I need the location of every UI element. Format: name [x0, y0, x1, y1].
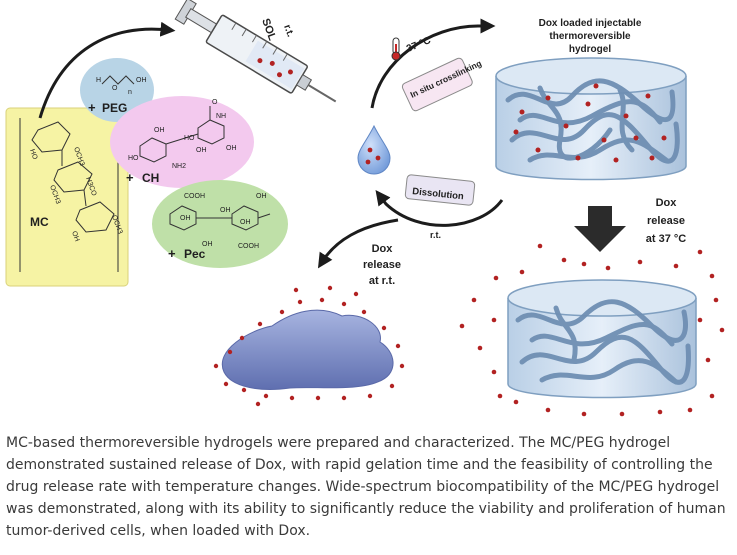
- pec-atom-6: OH: [202, 241, 213, 248]
- released-dox-particles: [459, 243, 725, 417]
- hydrogel-title-line-2: thermoreversible: [549, 31, 631, 42]
- pec-prefix: +: [168, 246, 176, 261]
- ch-atom-4: HO: [184, 135, 195, 142]
- peg-atom-oh: OH: [136, 77, 147, 84]
- peg-atom-o: O: [112, 85, 118, 92]
- pec-atom-2: OH: [256, 193, 267, 200]
- hydrogel-title-line-1: Dox loaded injectable: [539, 18, 642, 29]
- hydrogel-cylinder-top: [495, 57, 687, 181]
- ch-atom-3: OH: [154, 127, 165, 134]
- peg-label: PEG: [102, 101, 127, 115]
- pec-bubble: COOH OH OH OH OH OH COOH + Pec: [152, 180, 288, 268]
- ch-atom-1: O: [212, 99, 218, 106]
- dissolution-rt-label: r.t.: [430, 230, 441, 240]
- peg-atom-h: H: [96, 77, 101, 84]
- dissolution-arrow: [375, 190, 504, 227]
- pec-atom-4: OH: [220, 207, 231, 214]
- mc-atom-1: HO: [28, 148, 38, 161]
- peg-prefix: +: [88, 100, 96, 115]
- pec-atom-3: OH: [180, 215, 191, 222]
- release-37-line-2: release: [647, 215, 685, 227]
- release-37-line-1: Dox: [656, 197, 678, 209]
- pec-atom-7: COOH: [238, 243, 259, 250]
- ch-atom-2: NH: [216, 113, 226, 120]
- ch-atom-5: OH: [226, 145, 237, 152]
- peg-bubble: H O OH n + PEG: [80, 58, 154, 122]
- thermometer-icon: [391, 37, 401, 61]
- release-37-line-3: at 37 °C: [646, 233, 687, 245]
- mc-panel: HO OCH3 OCH3 H3CO OCH3 OH MC: [5, 107, 129, 287]
- release-37-arrow: [574, 206, 626, 252]
- dissolution-label-box: [404, 174, 476, 206]
- ch-atom-7: HO: [128, 155, 139, 162]
- ch-atom-8: OH: [196, 147, 207, 154]
- hydrogel-title-line-3: hydrogel: [569, 44, 611, 55]
- dissolved-gel-blob: [213, 285, 405, 407]
- graphical-abstract: HO OCH3 OCH3 H3CO OCH3 OH MC H O OH n + …: [5, 0, 725, 417]
- pec-atom-1: COOH: [184, 193, 205, 200]
- pec-atom-5: OH: [240, 219, 251, 226]
- syringe: [174, 0, 337, 103]
- mc-label: MC: [30, 215, 49, 229]
- mc-atom-6: OH: [70, 230, 80, 242]
- crosslinking-label-box: [401, 57, 473, 112]
- release-rt-arrow: [317, 218, 399, 269]
- sol-drop: [357, 124, 391, 175]
- peg-atom-n: n: [128, 89, 132, 96]
- crosslinking-arrow: [370, 18, 496, 109]
- pec-label: Pec: [184, 247, 206, 261]
- release-rt-line-2: release: [363, 259, 401, 271]
- ch-label: CH: [142, 171, 159, 185]
- syringe-rt-label: r.t.: [281, 23, 296, 38]
- figure-caption: MC-based thermoreversible hydrogels were…: [6, 435, 726, 539]
- ch-bubble: O NH OH HO OH NH2 HO OH + CH: [110, 96, 254, 188]
- heating-temperature: 37 °C: [405, 35, 432, 55]
- release-rt-line-3: at r.t.: [369, 275, 395, 287]
- dissolution-label: Dissolution: [412, 186, 465, 202]
- ch-prefix: +: [126, 170, 134, 185]
- ch-atom-6: NH2: [172, 163, 186, 170]
- hydrogel-cylinder-bottom: [507, 279, 697, 399]
- release-rt-line-1: Dox: [372, 243, 394, 255]
- mix-arrow: [38, 21, 176, 119]
